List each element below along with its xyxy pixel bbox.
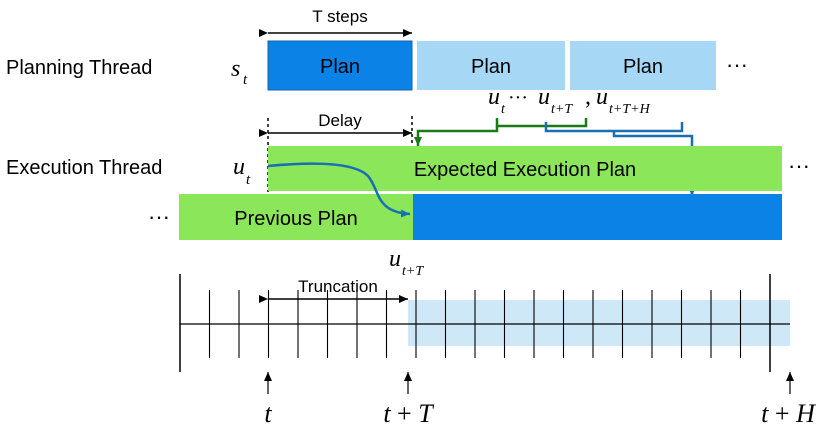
truncation-label: Truncation [298,277,378,296]
plan-block-future [570,41,716,90]
time-label-t-plus-T: t + T [383,399,434,428]
svg-text:t: t [501,102,506,117]
execution-thread-label: Execution Thread [6,157,162,179]
previous-plan-block [179,194,413,240]
future-execution-block [413,194,782,240]
svg-text:u: u [596,84,608,110]
expected-execution-label: Expected Execution Plan [414,159,636,181]
svg-text:t: t [246,172,251,188]
time-label-t-plus-H: t + H [761,399,816,428]
green-bracket [495,118,588,128]
svg-text:t + T: t + T [383,399,434,428]
previous-plan-ellipsis: ··· [148,204,170,229]
state-symbol: s t [231,56,248,88]
control-symbol-delayed: u t+T [389,246,424,279]
execution-ellipsis: ··· [788,153,810,178]
transition-curve-arrow [267,162,411,218]
svg-text:u: u [488,84,500,110]
plan-block-future-label: Plan [623,56,663,78]
svg-text:t: t [243,72,248,88]
svg-text:t+T: t+T [551,102,573,117]
svg-text:t+T: t+T [402,264,424,279]
svg-text:···: ··· [508,87,528,109]
timeline-ticks [179,274,771,372]
control-sequence-label: u t ··· u t+T , u t+T+H [488,84,651,117]
svg-text:t+T+H: t+T+H [609,102,651,117]
previous-plan-label: Previous Plan [234,208,357,230]
control-symbol: u t [233,154,251,188]
svg-text:t + H: t + H [761,399,816,428]
plan-block-current [267,40,413,91]
plan-block-next [417,41,565,90]
plan-ellipsis: ··· [726,52,748,77]
delay-label: Delay [318,111,362,130]
svg-text:u: u [389,246,401,272]
plan-block-current-label: Plan [320,56,360,78]
svg-text:u: u [233,154,245,180]
t-steps-label: T steps [312,7,367,26]
green-arrow [414,126,499,146]
svg-text:s: s [231,56,240,82]
planning-thread-label: Planning Thread [6,57,152,79]
svg-text:u: u [538,84,550,110]
time-label-t: t [264,399,272,428]
horizon-band [408,300,790,346]
svg-text:,: , [585,84,591,110]
plan-block-next-label: Plan [471,56,511,78]
